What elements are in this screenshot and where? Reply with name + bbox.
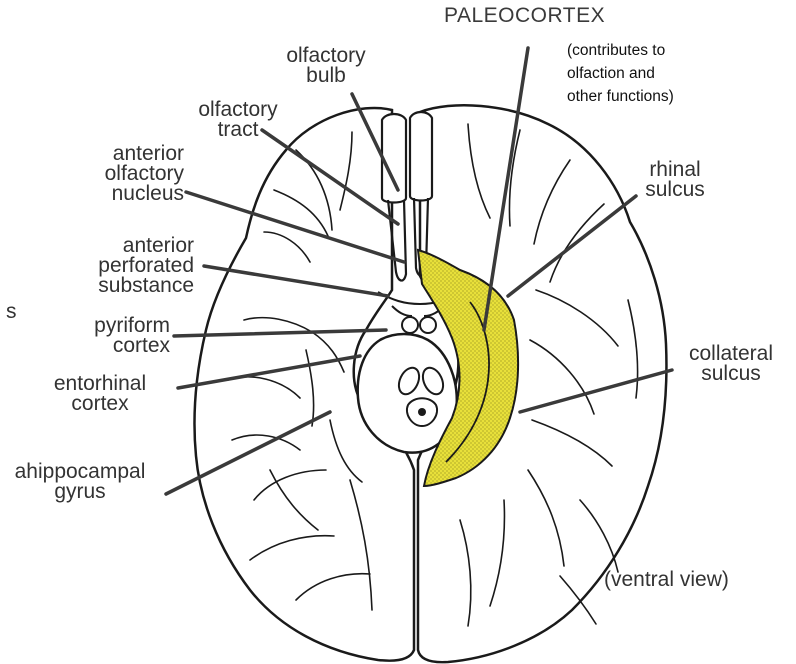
mammillary-body-left — [402, 317, 418, 333]
label-aon-line-1: anterior — [56, 144, 184, 164]
label-anterior-olfactory-nucleus: anterior olfactory nucleus — [56, 144, 184, 204]
label-aps-line-3: substance — [60, 276, 194, 296]
label-pyriform-cortex: pyriform cortex — [52, 316, 170, 356]
label-rhinal-sulcus: rhinal sulcus — [620, 160, 730, 200]
label-entorhinal-line-2: cortex — [28, 394, 172, 414]
label-olfactory-bulb-line-2: bulb — [266, 66, 386, 86]
label-collateral-sulcus: collateral sulcus — [668, 344, 794, 384]
label-aon-line-3: nucleus — [56, 184, 184, 204]
label-aon-line-2: olfactory — [56, 164, 184, 184]
label-rhinal-line-1: rhinal — [620, 160, 730, 180]
label-entorhinal-line-1: entorhinal — [28, 374, 172, 394]
label-pyriform-line-1: pyriform — [52, 316, 170, 336]
view-label: (ventral view) — [604, 570, 729, 590]
mammillary-body-right — [420, 317, 436, 333]
olfactory-bulb-left — [382, 114, 406, 203]
paleocortex-note: (contributes to olfaction and other func… — [567, 39, 674, 108]
paleocortex-title: PALEOCORTEX — [444, 4, 605, 28]
paleocortex-note-line-3: other functions) — [567, 85, 674, 108]
label-olfactory-bulb: olfactory bulb — [266, 46, 386, 86]
label-collateral-line-2: sulcus — [668, 364, 794, 384]
label-entorhinal-cortex: entorhinal cortex — [28, 374, 172, 414]
paleocortex-note-line-2: olfaction and — [567, 62, 674, 85]
label-pyriform-line-2: cortex — [52, 336, 170, 356]
olfactory-bulb-right — [410, 112, 432, 201]
label-rhinal-line-2: sulcus — [620, 180, 730, 200]
label-parahippocampal-line-1: ahippocampal — [0, 462, 160, 482]
label-parahippocampal-line-2: gyrus — [0, 482, 160, 502]
label-aps-line-2: perforated — [60, 256, 194, 276]
label-aps-line-1: anterior — [60, 236, 194, 256]
label-olfactory-tract-line-1: olfactory — [176, 100, 300, 120]
aqueduct-center — [418, 408, 426, 416]
label-anterior-perforated-substance: anterior perforated substance — [60, 236, 194, 296]
label-olfactory-bulb-line-1: olfactory — [266, 46, 386, 66]
label-collateral-line-1: collateral — [668, 344, 794, 364]
label-olfactory-tract: olfactory tract — [176, 100, 300, 140]
label-olfactory-tract-line-2: tract — [176, 120, 300, 140]
label-parahippocampal-gyrus: ahippocampal gyrus — [0, 462, 160, 502]
label-left-edge-fragment: s — [6, 302, 17, 322]
paleocortex-note-line-1: (contributes to — [567, 39, 674, 62]
